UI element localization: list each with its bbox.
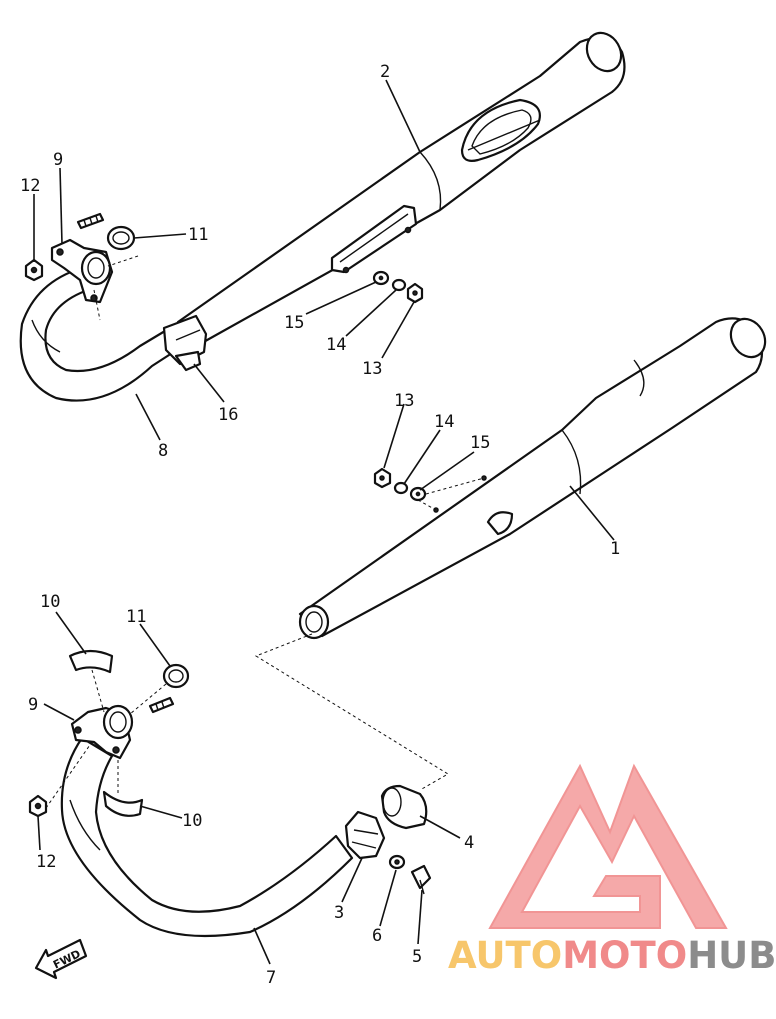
- alignment-lines: [45, 255, 485, 809]
- upper-fasteners: [372, 270, 424, 304]
- flange-lower: [68, 649, 144, 817]
- lower-fasteners: [373, 467, 427, 502]
- callout-3: 3: [334, 903, 344, 923]
- automotohub-watermark: AUTOMOTOHUB: [448, 934, 776, 977]
- callout-16: 16: [218, 405, 238, 425]
- callout-1: 1: [610, 539, 620, 559]
- part-numbers: 2 9 12 11 15 14 13 16 8 13 14 15 1 10 11…: [20, 62, 620, 988]
- callout-10-upper: 10: [40, 592, 60, 612]
- callout-8: 8: [158, 441, 168, 461]
- callout-11-upper: 11: [188, 225, 208, 245]
- muffler-lower: [298, 317, 767, 640]
- exhaust-pipe-lower: [60, 736, 354, 938]
- callout-2: 2: [380, 62, 390, 82]
- callout-15-upper: 15: [284, 313, 304, 333]
- callout-11-lower: 11: [126, 607, 146, 627]
- leader-lines: [33, 79, 615, 965]
- callout-9-upper: 9: [53, 150, 63, 170]
- callout-12-lower: 12: [36, 852, 56, 872]
- callout-5: 5: [412, 947, 422, 967]
- clamp-upper: [162, 314, 208, 372]
- watermark-hub: HUB: [687, 934, 776, 977]
- callout-6: 6: [372, 926, 382, 946]
- exhaust-pipe-upper: [19, 266, 188, 402]
- muffler-upper: [176, 31, 626, 346]
- automotohub-logo-icon: [488, 763, 728, 929]
- upper-small-parts: [24, 212, 136, 282]
- callout-9-lower: 9: [28, 695, 38, 715]
- callout-15-lower: 15: [470, 433, 490, 453]
- callout-14-lower: 14: [434, 412, 454, 432]
- callout-7: 7: [266, 968, 276, 988]
- callout-14-upper: 14: [326, 335, 346, 355]
- lower-small-parts: [28, 663, 190, 818]
- callout-13-upper: 13: [362, 359, 382, 379]
- watermark-moto: MOTO: [562, 934, 688, 977]
- joint-parts: [344, 784, 432, 895]
- flange-upper: [50, 238, 114, 304]
- watermark-auto: AUTO: [448, 934, 563, 977]
- callout-13-lower: 13: [394, 391, 414, 411]
- fwd-arrow-icon: FWD: [34, 938, 88, 980]
- callout-4: 4: [464, 833, 474, 853]
- callout-10-lower: 10: [182, 811, 202, 831]
- callout-12-upper: 12: [20, 176, 40, 196]
